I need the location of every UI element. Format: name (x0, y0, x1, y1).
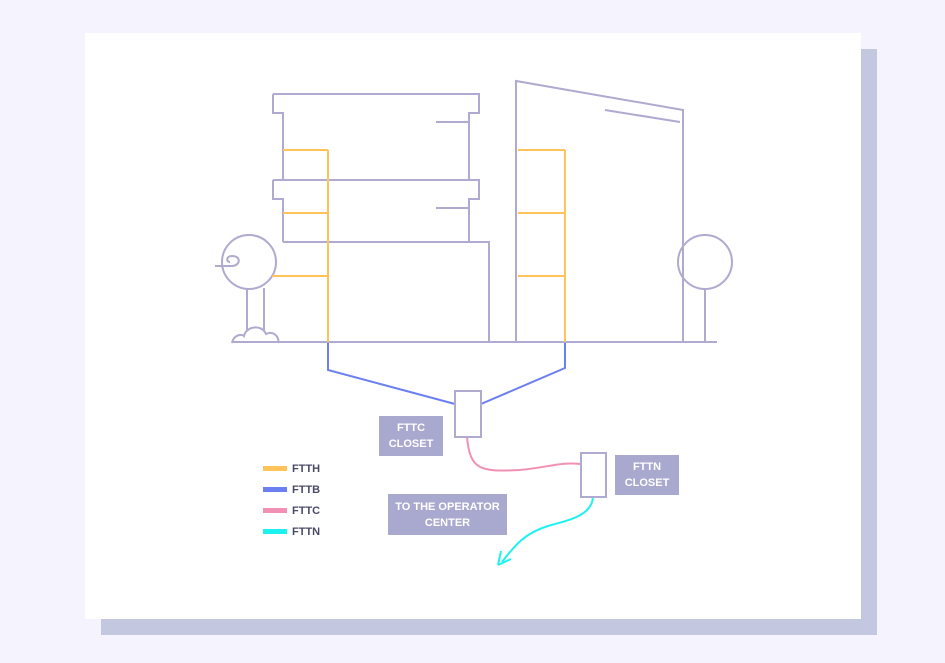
legend-item-fttn: FTTN (263, 521, 320, 542)
legend-swatch-fttc (263, 508, 287, 513)
legend-label-fttb: FTTB (292, 483, 321, 496)
legend-item-fttc: FTTC (263, 500, 320, 521)
fttc-closet-label-line1: FTTC (396, 422, 426, 434)
fttc-cable (466, 436, 581, 472)
buildings-outline (215, 79, 733, 344)
legend: FTTH FTTB FTTC FTTN (263, 458, 320, 542)
ftth-lines (272, 149, 566, 342)
legend-label-ftth: FTTH (292, 462, 321, 475)
fttn-closet-box (580, 452, 607, 498)
legend-swatch-fttb (263, 487, 287, 492)
legend-item-fttb: FTTB (263, 479, 320, 500)
fttn-cable (497, 496, 594, 566)
fttc-closet-label: FTTC CLOSET (379, 416, 443, 456)
fttb-lines (327, 343, 566, 405)
operator-center-label: TO THE OPERATOR CENTER (388, 494, 507, 535)
legend-swatch-fttn (263, 529, 287, 534)
legend-label-fttn: FTTN (292, 525, 321, 538)
fttn-closet-label-line1: FTTN (632, 461, 662, 473)
fttc-closet-box (454, 390, 482, 438)
legend-label-fttc: FTTC (292, 504, 321, 517)
fttn-closet-label-line2: CLOSET (624, 477, 670, 489)
legend-swatch-ftth (263, 466, 287, 471)
legend-item-ftth: FTTH (263, 458, 320, 479)
operator-center-label-line2: CENTER (424, 516, 471, 529)
fttn-closet-label: FTTN CLOSET (615, 455, 679, 495)
fttc-closet-label-line2: CLOSET (388, 438, 434, 450)
operator-center-label-line1: TO THE OPERATOR (395, 500, 500, 513)
